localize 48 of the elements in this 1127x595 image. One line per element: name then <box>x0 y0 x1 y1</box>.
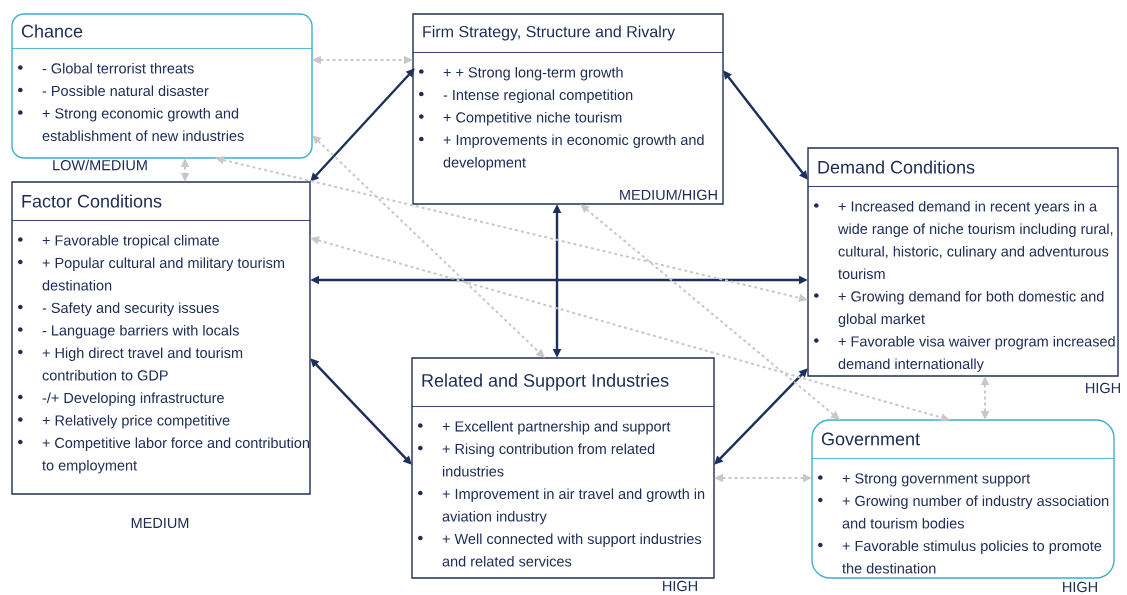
category-box <box>807 147 1119 377</box>
arrow <box>310 68 415 182</box>
bullet-item: + + Strong long-term growth <box>419 66 623 81</box>
bullet-item: + Favorable stimulus policies to promote the destination <box>818 540 1102 574</box>
bullet-item: + Increased demand in recent years in a wide range of niche tourism including rural, cultural, historic, culinary and adventurous tourism <box>814 200 1113 280</box>
bullet-item: + High direct travel and tourism contribution to GDP <box>18 347 243 381</box>
rating-label: LOW/MEDIUM <box>53 159 147 171</box>
rating-label: MEDIUM/HIGH <box>620 189 717 200</box>
box-heading: Firm Strategy, Structure and Rivalry <box>423 25 676 41</box>
bullet-item: + Growing demand for both domestic and global market <box>814 290 1104 327</box>
box-heading: Chance <box>21 24 83 38</box>
box-heading: Demand Conditions <box>818 160 975 174</box>
bullet-item: + Improvements in economic growth and development <box>419 134 704 171</box>
rating-label: MEDIUM <box>131 517 189 529</box>
bullet-item: + Well connected with support industries and related services <box>418 533 702 567</box>
bullet-item: + Favorable tropical climate <box>18 234 220 249</box>
category-box <box>11 181 311 495</box>
bullet-item: + Rising contribution from related industries <box>418 443 655 477</box>
bullet-item: + Favorable visa waiver program increased demand internationally <box>814 335 1115 372</box>
bullet-item: + Growing number of industry association and tourism bodies <box>818 495 1109 529</box>
category-box <box>412 13 724 205</box>
bullet-item: -/+ Developing infrastructure <box>18 392 224 406</box>
box-heading: Government <box>821 432 920 446</box>
category-box <box>411 357 715 579</box>
arrow <box>310 358 412 465</box>
bullet-item: + Strong economic growth and establishment of new industries <box>18 107 244 142</box>
bullet-item: - Language barriers with locals <box>18 324 239 339</box>
bullet-item: + Competitive labor force and contribution to employment <box>18 437 309 474</box>
bullet-item: - Safety and security issues <box>18 302 219 316</box>
bullet-item: + Relatively price competitive <box>18 414 230 429</box>
dashed-arrow <box>312 135 545 358</box>
bullet-item: - Intense regional competition <box>419 89 633 103</box>
rating-label: HIGH <box>663 580 697 592</box>
bullet-item: - Possible natural disaster <box>18 85 209 97</box>
bullet-item: + Excellent partnership and support <box>418 420 671 435</box>
category-box <box>11 13 313 159</box>
category-box <box>811 419 1115 579</box>
box-heading: Factor Conditions <box>22 194 162 208</box>
bullet-item: + Popular cultural and military tourism destination <box>18 257 284 291</box>
dashed-arrow <box>580 204 840 420</box>
box-heading: Related and Support Industries <box>422 373 669 391</box>
bullet-item: - Global terrorist threats <box>18 62 194 74</box>
rating-label: HIGH <box>1086 382 1120 394</box>
arrow <box>714 368 808 465</box>
bullet-item: + Improvement in air travel and growth in aviation industry <box>418 488 705 525</box>
bullet-item: + Strong government support <box>818 473 1031 487</box>
rating-label: HIGH <box>1063 581 1097 593</box>
bullet-item: + Competitive niche tourism <box>419 111 622 126</box>
